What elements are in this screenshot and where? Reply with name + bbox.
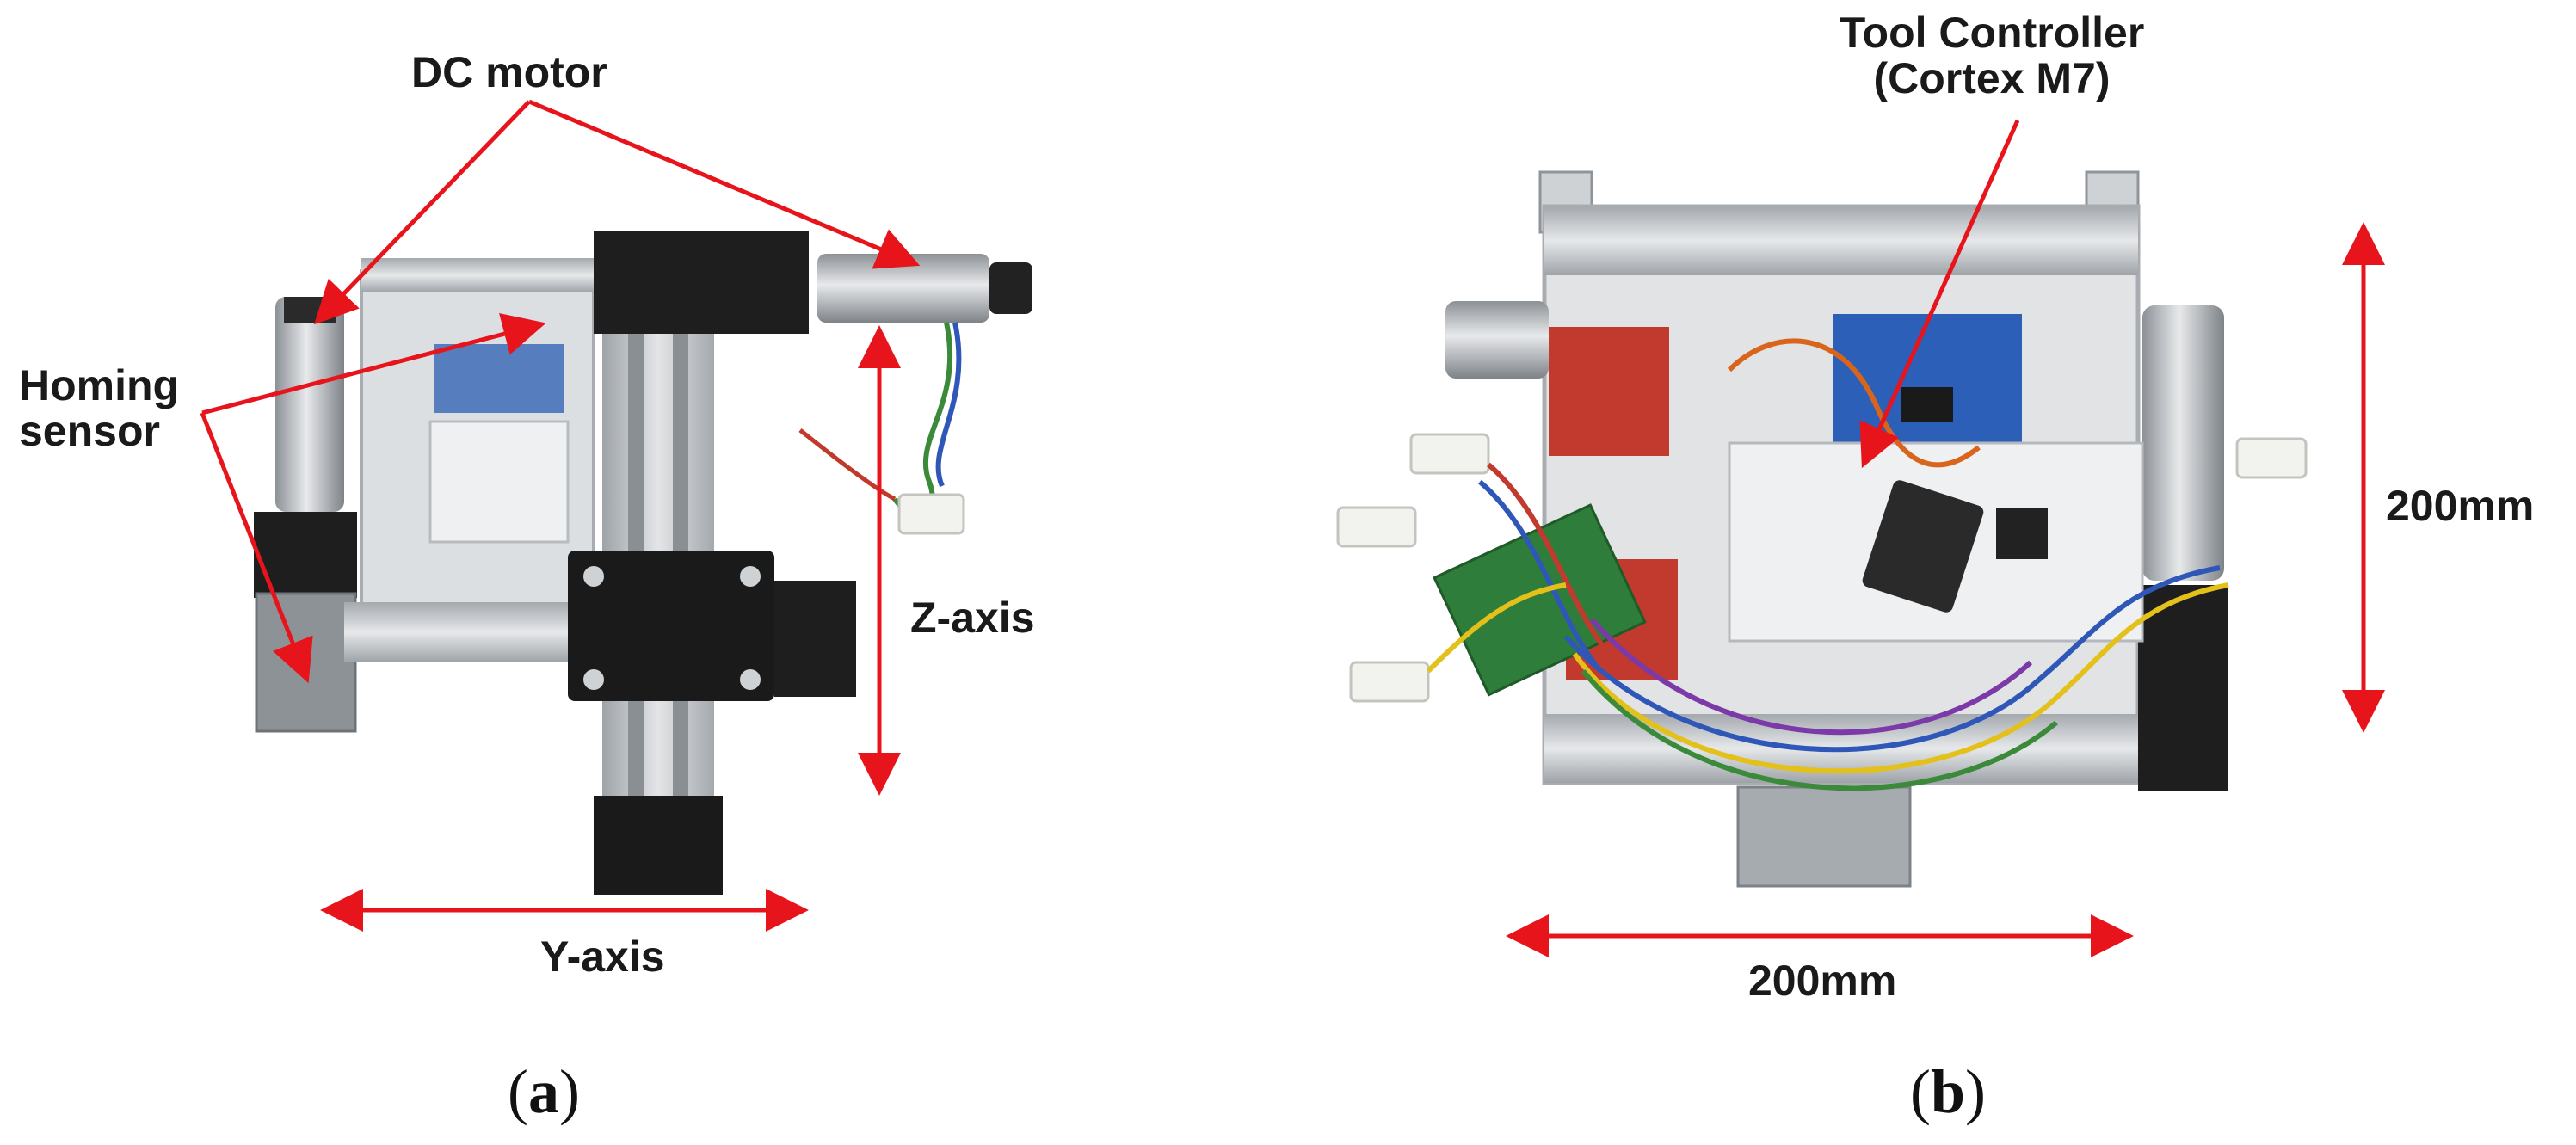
bottom-slider: [1736, 785, 1912, 888]
right-side-motor: [2142, 305, 2224, 581]
right-black-block: [2138, 585, 2228, 791]
panel-a-caption-letter: a: [527, 1057, 559, 1126]
y-axis-label: Y-axis: [540, 933, 665, 981]
width-dimension-label: 200mm: [1748, 957, 1897, 1005]
left-motor-body: [275, 297, 344, 512]
dc-motor-pointer-left: [314, 100, 531, 325]
panel-b-caption-open: (: [1910, 1057, 1931, 1126]
left-bracket-plate: [255, 592, 357, 733]
left-side-motor: [1445, 301, 1549, 379]
panel-b-caption-close: ): [1965, 1057, 1987, 1126]
panel-a-caption: (a): [508, 1056, 580, 1128]
carriage-side: [774, 581, 856, 697]
panel-a-photo: [254, 231, 1032, 895]
panel-b-annotations: [1506, 119, 2385, 957]
homing-pointer-upper: [201, 312, 546, 416]
wire-connector: [897, 493, 965, 535]
driver-board-top: [1549, 327, 1669, 456]
top-motor-body: [817, 254, 989, 323]
dc-motor-label: DC motor: [411, 48, 607, 96]
panel-a-caption-close: ): [558, 1057, 580, 1126]
panel-b-caption: (b): [1910, 1056, 1986, 1128]
tool-controller-label-line1: Tool Controller: [1839, 9, 2145, 57]
homing-sensor-label-line1: Homing: [19, 361, 180, 409]
seven-seg-display: [1901, 387, 1953, 422]
homing-pointer-lower: [200, 412, 313, 684]
panel-b-caption-letter: b: [1930, 1057, 1966, 1126]
homing-sensor-label: Homing sensor: [19, 363, 179, 453]
inner-pcb-blue: [434, 344, 564, 413]
homing-sensor-label-line2: sensor: [19, 406, 160, 455]
height-dimension-label: 200mm: [2386, 482, 2535, 530]
inner-pcb-white: [428, 420, 570, 544]
tool-controller-label: Tool Controller (Cortex M7): [1828, 10, 2155, 101]
frame-top-rail: [1544, 206, 2138, 275]
controller-pointer: [1859, 119, 2020, 469]
panel-a-annotations: [200, 99, 921, 932]
sensor-block: [1862, 480, 1984, 613]
bottom-black-block: [594, 796, 723, 895]
tool-controller-label-line2: (Cortex M7): [1873, 53, 2111, 102]
carriage-plate: [568, 551, 774, 701]
top-black-housing: [594, 231, 809, 334]
top-motor-end: [989, 262, 1032, 314]
dc-motor-pointer-right: [528, 99, 921, 269]
top-rail: [361, 258, 602, 292]
y-rail: [344, 602, 602, 662]
z-axis-label: Z-axis: [910, 594, 1035, 642]
panel-b-photo: [1336, 170, 2308, 888]
controller-chip: [1996, 508, 2048, 559]
panel-a-caption-open: (: [508, 1057, 528, 1126]
